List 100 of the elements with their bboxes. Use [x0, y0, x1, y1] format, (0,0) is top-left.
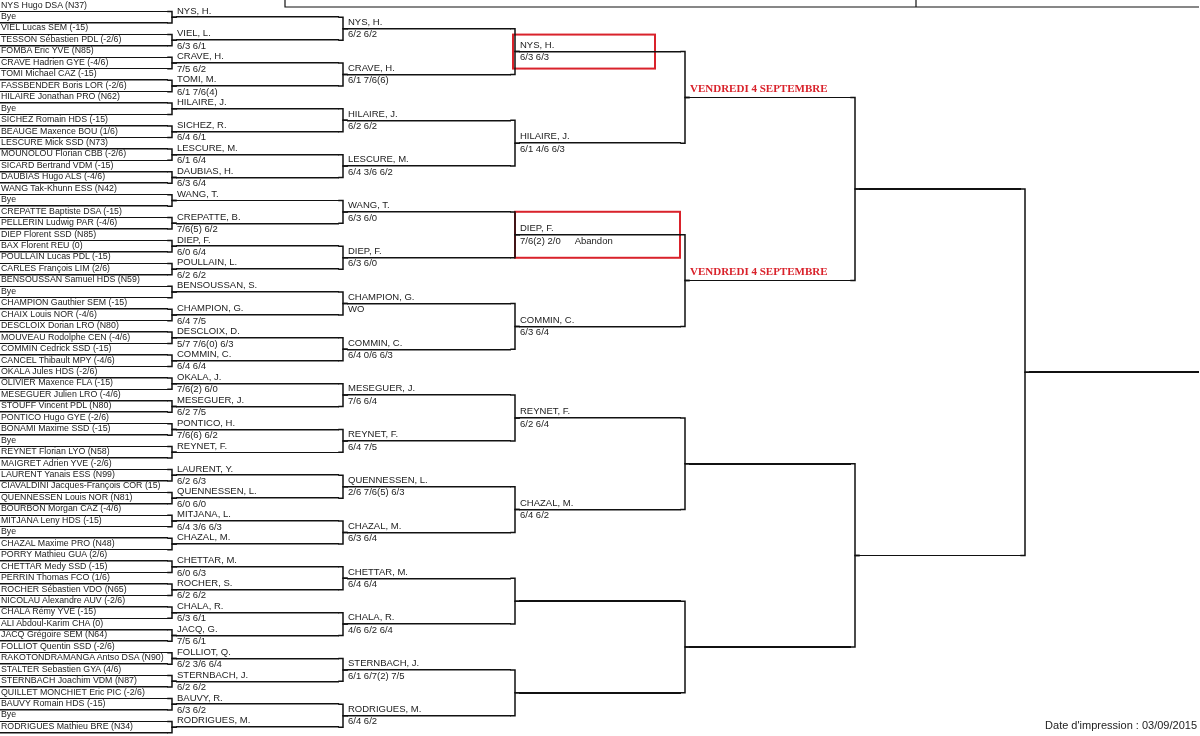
match-score: 7/5 6/2 [177, 63, 207, 75]
bracket-connector [338, 211, 348, 225]
player-name: CRAVE, H. [348, 62, 395, 74]
match-score: 6/2 6/3 [177, 475, 207, 487]
match-score: 6/0 6/0 [177, 498, 207, 510]
match-score: 2/6 7/6(5) 6/3 [348, 487, 405, 498]
bracket-slot [0, 263, 168, 276]
player-entry: BAX Florent REU (0) [1, 241, 83, 251]
player-entry: LESCURE Mick SSD (N73) [1, 137, 109, 148]
player-entry: FOLLIOT Quentin SSD (-2/6) [1, 641, 115, 652]
match-score: 7/6(2) 2/0 [520, 235, 561, 246]
player-entry: STALTER Sebastien GYA (4/6) [1, 664, 122, 675]
match-score: 6/3 6/2 [177, 704, 207, 716]
bracket-line [1029, 371, 1199, 373]
player-name: COMMIN, C. [348, 337, 403, 348]
bracket-slot [0, 515, 168, 528]
player-name: DAUBIAS, H. [177, 165, 234, 177]
bracket-connector [167, 566, 177, 574]
bracket-slot [0, 561, 168, 574]
match-score: 6/2 6/2 [177, 269, 207, 281]
player-entry: Bye [1, 103, 17, 114]
player-entry: POULLAIN Lucas PDL (-15) [1, 252, 111, 263]
bracket-connector [167, 222, 177, 230]
bracket-connector [167, 451, 177, 459]
player-entry: RODRIGUES Mathieu BRE (N34) [1, 721, 133, 732]
player-name: CHETTAR, M. [348, 566, 408, 577]
player-name: CHALA, R. [177, 600, 224, 612]
player-name: CHAMPION, G. [348, 291, 415, 303]
player-name: COMMIN, C. [177, 349, 232, 360]
player-entry: PERRIN Thomas FCO (1/6) [1, 573, 110, 583]
bracket-slot [0, 435, 168, 448]
player-entry: WANG Tak-Khunn ESS (N42) [1, 183, 117, 194]
bracket-connector [338, 165, 348, 179]
bracket-slot [0, 618, 168, 631]
player-entry: Bye [1, 527, 17, 537]
bracket-slot [0, 309, 168, 322]
player-entry: LAURENT Yanais ESS (N99) [1, 470, 115, 480]
player-name: HILAIRE, J. [348, 108, 398, 119]
match-score: 6/4 6/4 [348, 579, 378, 590]
player-name: HILAIRE, J. [177, 97, 227, 108]
player-name: HILAIRE, J. [520, 131, 570, 142]
match-score: 6/3 6/4 [348, 533, 378, 544]
bracket-connector [338, 531, 348, 545]
player-name: MITJANA, L. [177, 509, 231, 520]
player-name: CHAMPION, G. [177, 303, 244, 314]
player-name: MESEGUER, J. [177, 394, 245, 406]
match-score: 6/4 3/6 6/2 [348, 166, 393, 178]
player-name: NYS, H. [177, 5, 212, 16]
player-name: REYNET, F. [177, 440, 228, 452]
bracket-connector [167, 291, 177, 299]
bracket-connector [338, 348, 348, 362]
match-score: 6/0 6/4 [177, 246, 207, 258]
match-score: 7/5 6/1 [177, 636, 207, 647]
player-entry: DIEP Florent SSD (N85) [1, 229, 97, 240]
player-entry: BEAUGE Maxence BOU (1/6) [1, 126, 118, 137]
bracket-slot [0, 721, 168, 734]
player-entry: REYNET Florian LYO (N58) [1, 447, 110, 457]
bracket-slot [0, 538, 168, 551]
bracket-connector [680, 646, 690, 694]
bracket-slot [0, 332, 168, 345]
player-name: NYS, H. [348, 17, 383, 28]
bracket-connector [338, 73, 348, 87]
bracket-slot [0, 286, 168, 299]
player-entry: Bye [1, 286, 17, 297]
player-entry: TOMI Michael CAZ (-15) [1, 69, 97, 79]
player-entry: CHALA Rémy YVE (-15) [1, 607, 97, 618]
player-entry: VIEL Lucas SEM (-15) [1, 23, 89, 34]
player-name: SICHEZ, R. [177, 120, 227, 131]
player-name: CREPATTE, B. [177, 211, 241, 223]
bracket-connector [167, 726, 177, 734]
bracket-connector [338, 256, 348, 270]
bracket-connector [510, 508, 520, 534]
player-name: BENSOUSSAN, S. [177, 280, 258, 291]
bracket-slot [0, 492, 168, 505]
player-entry: SICHEZ Romain HDS (-15) [1, 115, 109, 125]
bracket-slot [0, 57, 168, 70]
bracket-connector [167, 657, 177, 665]
player-name: CHAZAL, M. [348, 520, 402, 532]
match-score: 6/3 6/3 [520, 52, 550, 63]
match-score: 6/3 6/0 [348, 258, 378, 269]
player-name: COMMIN, C. [520, 314, 575, 326]
match-date: VENDREDI 4 SEPTEMBRE [690, 264, 828, 277]
bracket-connector [338, 669, 348, 683]
player-name: POULLAIN, L. [177, 257, 238, 268]
bracket-connector [167, 588, 177, 597]
match-score: 7/6(5) 6/2 [177, 224, 218, 235]
player-entry: JACQ Grégoire SEM (N64) [1, 630, 108, 640]
bracket-connector [338, 394, 348, 408]
player-entry: NICOLAU Alexandre AUV (-2/6) [1, 595, 126, 606]
match-score: 6/2 6/2 [348, 121, 378, 132]
match-score: 6/2 6/2 [177, 590, 207, 601]
match-score: 6/3 6/1 [177, 40, 207, 52]
bracket-connector [167, 360, 177, 368]
player-name: TOMI, M. [177, 74, 217, 85]
bracket-connector [167, 16, 177, 24]
bracket-connector [510, 325, 520, 351]
bracket-slot [0, 389, 168, 402]
player-name: CHETTAR, M. [177, 555, 237, 566]
bracket-slot [176, 441, 339, 454]
player-entry: Bye [1, 12, 17, 22]
